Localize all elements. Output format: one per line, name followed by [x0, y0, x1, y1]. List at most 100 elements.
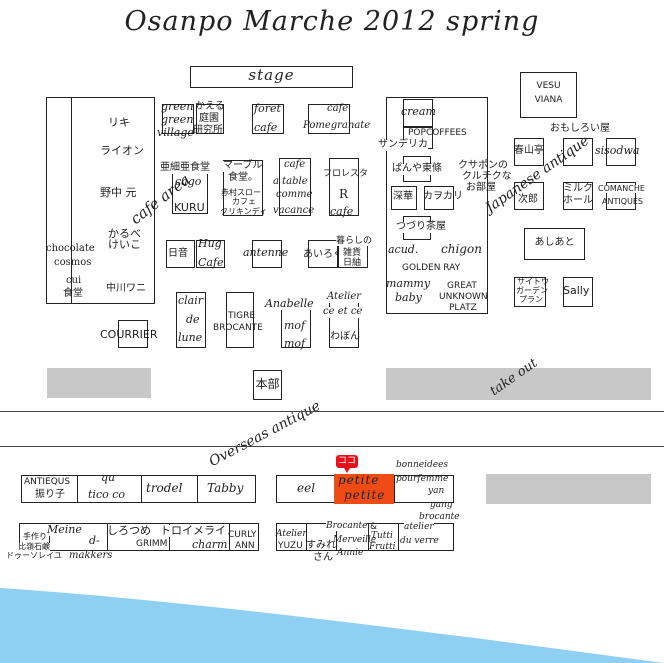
left-block-divider [71, 97, 72, 304]
clair-box [176, 292, 206, 348]
antenne-box [252, 240, 282, 268]
hug-box [196, 240, 225, 268]
map-title: Osanpo Marche 2012 spring [124, 6, 540, 37]
booth-charm: charm [192, 538, 228, 551]
zone-overseas-antique: Overseas antique [206, 397, 324, 470]
decorative-wave [0, 588, 664, 663]
booth-antiqeus: ANTIEQUS [24, 477, 71, 487]
honbu-box [253, 370, 282, 400]
booth-sumirei: すみれ [306, 540, 336, 551]
booth-nichiyo: 日紬 [343, 258, 362, 268]
row2-div-1 [49, 523, 50, 551]
booth-d: d- [89, 534, 100, 547]
booth-lion: ライオン [100, 144, 144, 157]
booth-bonneidees: bonneidees [396, 460, 449, 470]
booth-lune: lune [178, 331, 203, 344]
shisodwa-box [606, 138, 636, 166]
cago-box [172, 170, 208, 214]
booth-tigre: TIGRE [228, 311, 256, 321]
left-block-outline [46, 97, 155, 304]
atable-box [279, 158, 311, 216]
booth-brocante: BROCANTE [213, 323, 263, 333]
booth-green-1: green [161, 100, 194, 113]
booth-karube: かるべ [108, 227, 141, 240]
booth-brocante-merveille: Brocante [326, 521, 368, 532]
booth-cream: cream [401, 105, 436, 118]
booth-fukamu: 深華 [393, 191, 413, 202]
booth-mof-2: mof [284, 337, 306, 350]
booth-mof-1: mof [284, 319, 306, 332]
wave-shape [0, 588, 664, 663]
kaokari-box [424, 186, 454, 210]
row1-div-2 [141, 475, 142, 503]
booth-anabelle: Anabelle [265, 297, 314, 310]
booth-viana: VIANA [534, 95, 563, 105]
kaeru-box [196, 104, 224, 134]
booth-marble: マーブル [223, 160, 263, 172]
booth-sally: Sally [563, 284, 590, 297]
booth-petite-1: petite [338, 473, 380, 487]
ashiato-box [524, 228, 585, 260]
green-village-box [162, 104, 194, 134]
booth-makkers: makkers [69, 550, 113, 561]
booth-omoshiroi: おもしろい屋 [550, 123, 610, 134]
booth-kurashi: 暮らしの [336, 236, 373, 247]
booth-pourfemme: pourfemme [396, 474, 449, 484]
booth-yuzu: YUZU [278, 541, 303, 551]
booth-popcoffees: POPCOFFEES [408, 128, 467, 138]
fukamu-box [391, 186, 417, 210]
booth-kurikindi: クリキンディ [220, 207, 268, 216]
foret-box [252, 104, 284, 134]
vesu-box [520, 72, 577, 118]
location-pin-icon: ココ [336, 455, 358, 473]
booth-mammy: mammy [386, 277, 431, 290]
booth-hug-cafe: Cafe [198, 256, 224, 269]
booth-r: R [339, 187, 349, 201]
booth-brocante-yan: brocante [419, 512, 460, 522]
jiro-box [514, 182, 544, 210]
booth-cectce: ce et ce [323, 306, 363, 318]
booth-cago: cago [175, 175, 202, 188]
booth-riki: リキ [108, 116, 130, 129]
booth-amp: & [370, 522, 378, 532]
row1-left-outline [21, 475, 256, 503]
booth-unknown: UNKNOWN [439, 292, 488, 302]
booth-chigon: chigon [441, 242, 482, 256]
row2-div-3 [169, 523, 170, 551]
booth-great: GREAT [447, 281, 477, 291]
gray-area-left [47, 368, 151, 398]
row2-div-7 [368, 523, 369, 551]
sally-box [563, 277, 593, 307]
booth-plan: プラン [519, 295, 543, 304]
tigre-box [226, 292, 254, 348]
booth-nonaka: 野中 元 [100, 186, 137, 199]
booth-grimm: GRIMM [136, 539, 168, 549]
booth-kaokari: カヲカリ [423, 191, 463, 202]
row2-div-8 [398, 523, 399, 551]
booth-foret-cafe: cafe [254, 121, 278, 134]
booth-pomegranate-cafe: cafe [327, 103, 349, 114]
booth-kuru: KURU [174, 201, 205, 214]
booth-eel: eel [297, 481, 316, 495]
booth-comme: comme [276, 189, 313, 200]
booth-hikoishi: 比嶺石鹸 [18, 542, 50, 552]
booth-hinone: 日音 [168, 248, 188, 259]
road-line-bottom [0, 446, 664, 447]
booth-shirotsume: しろつめ [107, 524, 151, 537]
booth-tsuduri: つづり茶屋 [396, 221, 446, 233]
booth-garden: ガーデン [516, 286, 548, 295]
booth-hug: Hug [198, 237, 222, 250]
booth-sanderica: サンデリカ [378, 139, 428, 151]
booth-saito: サイトウ [517, 277, 549, 286]
booth-antiques: ANTIQUES [602, 197, 643, 206]
booth-meine: Meine [47, 523, 82, 536]
booth-jiro: 次郎 [518, 194, 538, 205]
booth-village: village [157, 126, 194, 139]
booth-platz: PLATZ [449, 303, 477, 313]
booth-keiko: けいこ [108, 238, 141, 251]
cream-box [403, 99, 433, 127]
row1-div-3 [197, 475, 198, 503]
booth-yan: yan [428, 486, 445, 496]
booth-gang: gang [430, 500, 453, 510]
booth-ashiato: あしあと [534, 237, 575, 248]
